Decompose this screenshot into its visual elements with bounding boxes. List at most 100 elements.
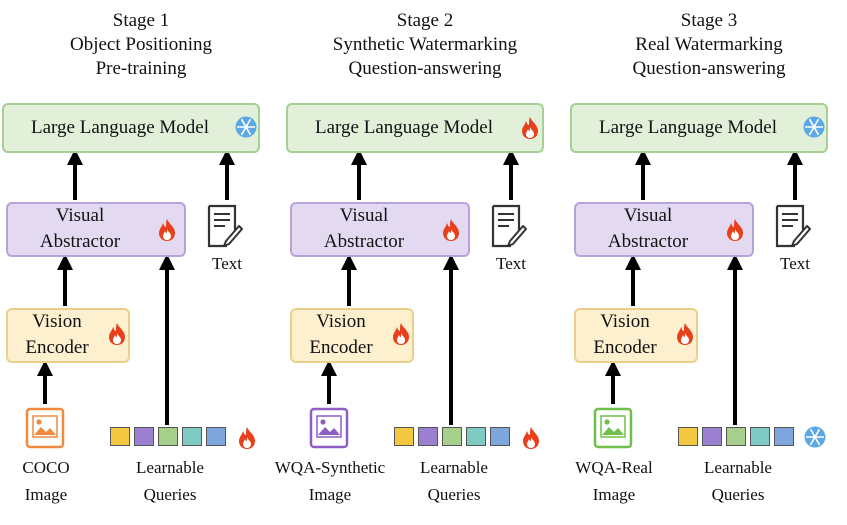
query-token bbox=[442, 427, 462, 446]
queries-caption-line2: Queries bbox=[143, 485, 197, 504]
query-token bbox=[418, 427, 438, 446]
flame-icon bbox=[519, 116, 541, 145]
query-token bbox=[182, 427, 202, 446]
abstractor-line1: Visual bbox=[623, 205, 673, 226]
image-caption-line2: Image bbox=[24, 485, 68, 504]
stage-title: Stage 3 bbox=[680, 10, 738, 31]
stage-subtitle-line2: Question-answering bbox=[348, 58, 502, 79]
image-icon bbox=[25, 407, 65, 454]
visual-abstractor-box bbox=[574, 202, 754, 257]
image-caption-line1: WQA-Synthetic bbox=[274, 458, 386, 477]
arrows bbox=[605, 149, 803, 425]
stage-subtitle-line1: Object Positioning bbox=[70, 34, 212, 55]
encoder-line1: Vision bbox=[316, 311, 366, 332]
abstractor-line1: Visual bbox=[339, 205, 389, 226]
query-token bbox=[702, 427, 722, 446]
snowflake-icon bbox=[803, 116, 825, 143]
encoder-line2: Encoder bbox=[593, 337, 657, 358]
llm-label: Large Language Model bbox=[315, 117, 493, 138]
queries-caption-line1: Learnable bbox=[704, 458, 772, 477]
query-token bbox=[750, 427, 770, 446]
query-token bbox=[158, 427, 178, 446]
arrows bbox=[321, 149, 519, 425]
llm-box bbox=[2, 103, 260, 153]
text-label: Text bbox=[496, 254, 526, 273]
image-caption-line1: COCO bbox=[22, 458, 70, 477]
image-caption-line2: Image bbox=[592, 485, 636, 504]
snowflake-icon bbox=[235, 116, 257, 143]
query-token bbox=[466, 427, 486, 446]
llm-label: Large Language Model bbox=[31, 117, 209, 138]
query-token bbox=[206, 427, 226, 446]
flame-icon bbox=[520, 426, 542, 455]
query-token bbox=[774, 427, 794, 446]
abstractor-line1: Visual bbox=[55, 205, 105, 226]
text-caption: Text bbox=[484, 250, 538, 277]
stage-subtitle-line2: Pre-training bbox=[95, 58, 187, 79]
image-icon bbox=[593, 407, 633, 454]
query-token bbox=[110, 427, 130, 446]
encoder-line1: Vision bbox=[600, 311, 650, 332]
text-label: Text bbox=[780, 254, 810, 273]
visual-abstractor-box bbox=[290, 202, 470, 257]
abstractor-line2: Abstractor bbox=[323, 231, 405, 252]
visual-abstractor-box bbox=[6, 202, 186, 257]
stage-subtitle-line1: Real Watermarking bbox=[635, 34, 783, 55]
flame-icon bbox=[106, 322, 128, 351]
queries-caption-line2: Queries bbox=[711, 485, 765, 504]
image-caption-line2: Image bbox=[308, 485, 352, 504]
query-token bbox=[394, 427, 414, 446]
flame-icon bbox=[390, 322, 412, 351]
flame-icon bbox=[674, 322, 696, 351]
image-caption: COCO Image bbox=[0, 454, 114, 508]
abstractor-line2: Abstractor bbox=[607, 231, 689, 252]
encoder-line2: Encoder bbox=[25, 337, 89, 358]
llm-label: Large Language Model bbox=[599, 117, 777, 138]
stage-title: Stage 1 bbox=[112, 10, 170, 31]
queries-caption-line1: Learnable bbox=[420, 458, 488, 477]
arrows bbox=[37, 149, 235, 425]
query-token bbox=[134, 427, 154, 446]
flame-icon bbox=[440, 218, 462, 247]
llm-label-wrap: Large Language Model bbox=[286, 115, 522, 141]
llm-label-wrap: Large Language Model bbox=[570, 115, 806, 141]
llm-box bbox=[286, 103, 544, 153]
text-caption: Text bbox=[768, 250, 822, 277]
query-token bbox=[726, 427, 746, 446]
stage-subtitle-line2: Question-answering bbox=[632, 58, 786, 79]
image-icon bbox=[309, 407, 349, 454]
abstractor-line2: Abstractor bbox=[39, 231, 121, 252]
flame-icon bbox=[724, 218, 746, 247]
queries-caption-line2: Queries bbox=[427, 485, 481, 504]
flame-icon bbox=[156, 218, 178, 247]
text-document-icon bbox=[489, 204, 527, 255]
text-caption: Text bbox=[200, 250, 254, 277]
text-document-icon bbox=[773, 204, 811, 255]
text-document-icon bbox=[205, 204, 243, 255]
queries-caption-line1: Learnable bbox=[136, 458, 204, 477]
flame-icon bbox=[236, 426, 258, 455]
llm-box bbox=[570, 103, 828, 153]
llm-label-wrap: Large Language Model bbox=[2, 115, 238, 141]
encoder-line2: Encoder bbox=[309, 337, 373, 358]
snowflake-icon bbox=[804, 426, 826, 453]
stage-subtitle-line1: Synthetic Watermarking bbox=[332, 34, 518, 55]
query-token bbox=[490, 427, 510, 446]
encoder-line1: Vision bbox=[32, 311, 82, 332]
query-token bbox=[678, 427, 698, 446]
